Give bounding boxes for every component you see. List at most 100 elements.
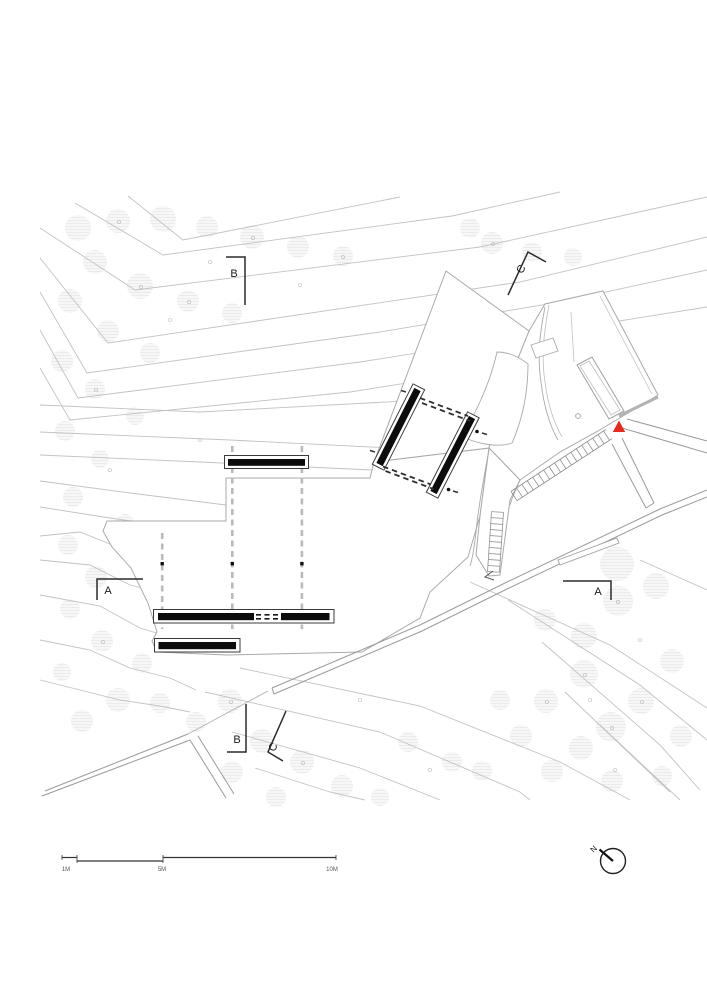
anchor-dot bbox=[475, 429, 479, 434]
retaining-edge bbox=[618, 395, 659, 418]
survey-dot bbox=[613, 768, 618, 773]
section-marker-c-bottom bbox=[267, 710, 287, 762]
tree-canopy bbox=[222, 303, 242, 323]
tree-trunk-dot bbox=[583, 673, 588, 678]
wall-black bbox=[228, 459, 305, 466]
road-edge bbox=[273, 496, 707, 695]
scale-label-1m: 1M bbox=[62, 867, 70, 873]
tree-canopy bbox=[140, 343, 160, 363]
stair-line bbox=[597, 434, 605, 444]
tree-canopy bbox=[541, 760, 563, 782]
wall-bar-diagonal bbox=[371, 383, 426, 471]
stair-run-upper bbox=[510, 429, 613, 501]
contour-line bbox=[469, 581, 707, 709]
tree-trunk-dot bbox=[101, 640, 106, 645]
roof-strip-inner bbox=[579, 360, 621, 416]
tree-trunk-dot bbox=[616, 600, 621, 605]
tree-trunk-dot bbox=[250, 235, 255, 240]
anchor-dash bbox=[452, 490, 459, 494]
stair-line bbox=[499, 512, 504, 573]
tree-canopy bbox=[53, 663, 71, 681]
tree-canopy bbox=[603, 586, 633, 616]
tree-canopy bbox=[106, 688, 130, 712]
stair-line bbox=[510, 491, 518, 501]
section-marker-b-top bbox=[226, 256, 246, 305]
road-edge bbox=[621, 427, 707, 454]
tree-trunk-dot bbox=[94, 387, 99, 392]
north-arrow-circle bbox=[599, 847, 627, 875]
tree-trunk-dot bbox=[340, 254, 345, 259]
road-edge bbox=[271, 489, 707, 689]
low-wall-strip bbox=[557, 537, 620, 566]
tree-canopy bbox=[266, 787, 286, 807]
road-edge bbox=[626, 418, 707, 442]
tree-trunk-dot bbox=[300, 761, 305, 766]
stair-line bbox=[526, 480, 534, 491]
tree-canopy bbox=[51, 350, 73, 372]
tree-canopy bbox=[510, 725, 532, 747]
tree-canopy bbox=[333, 246, 353, 266]
tree-canopy bbox=[132, 653, 152, 673]
tree-canopy bbox=[331, 775, 353, 797]
stair-line bbox=[487, 511, 492, 572]
contour-line bbox=[39, 679, 191, 713]
contour-line bbox=[599, 724, 681, 801]
contour-line bbox=[39, 480, 227, 506]
scale-label-10m: 10M bbox=[326, 867, 338, 873]
survey-dot bbox=[108, 467, 113, 472]
ramp-curve bbox=[469, 449, 490, 567]
survey-dot bbox=[427, 768, 432, 773]
contour-line bbox=[127, 195, 401, 241]
site-location-marker bbox=[612, 420, 626, 432]
section-marker-b-bottom bbox=[227, 704, 247, 753]
tree-canopy bbox=[371, 788, 389, 806]
tree-canopy bbox=[670, 725, 692, 747]
anchor-dot bbox=[446, 487, 451, 492]
stair-line bbox=[521, 484, 529, 494]
tree-trunk-dot bbox=[186, 299, 191, 304]
stair-line bbox=[548, 466, 556, 476]
roof-strip-outer bbox=[576, 356, 625, 420]
tree-trunk-dot bbox=[545, 700, 550, 705]
stair-line bbox=[489, 547, 502, 549]
stair-line bbox=[565, 455, 572, 466]
stair-line bbox=[592, 437, 599, 448]
tree-trunk-dot bbox=[640, 700, 645, 705]
section-marker-a-right bbox=[563, 580, 612, 600]
anchor-dash bbox=[369, 449, 376, 453]
tree-canopy bbox=[460, 218, 480, 238]
section-label-b-top: B bbox=[230, 268, 237, 280]
tree-canopy bbox=[55, 421, 75, 441]
stair-line bbox=[488, 559, 501, 561]
contour-line bbox=[39, 196, 707, 291]
platform-outline bbox=[102, 447, 490, 656]
contour-line bbox=[39, 454, 373, 471]
tree-canopy bbox=[652, 766, 672, 786]
wall-bar-part bbox=[376, 387, 421, 467]
section-label-b-bottom: B bbox=[233, 734, 240, 746]
section-marker-a-left bbox=[96, 578, 143, 600]
section-label-a-left: A bbox=[104, 585, 112, 597]
tree-canopy bbox=[534, 609, 556, 631]
tree-canopy bbox=[569, 736, 593, 760]
small-room bbox=[530, 337, 559, 359]
stair-line bbox=[559, 459, 567, 469]
stair-line bbox=[510, 429, 607, 492]
tree-canopy bbox=[564, 248, 582, 266]
grid-node bbox=[230, 562, 234, 566]
stair-run-lower bbox=[487, 511, 504, 573]
tree-canopy bbox=[601, 770, 623, 792]
tree-canopy bbox=[150, 693, 170, 713]
tree-canopy bbox=[472, 761, 492, 781]
tree-canopy bbox=[83, 250, 107, 274]
planter-curve bbox=[460, 351, 529, 446]
contour-line bbox=[39, 431, 431, 451]
tree-canopy bbox=[150, 206, 176, 232]
survey-dot bbox=[167, 317, 172, 322]
curved-wall bbox=[538, 306, 559, 441]
survey-dot bbox=[297, 282, 302, 287]
stair-line bbox=[490, 523, 503, 525]
tree-canopy bbox=[126, 407, 144, 425]
